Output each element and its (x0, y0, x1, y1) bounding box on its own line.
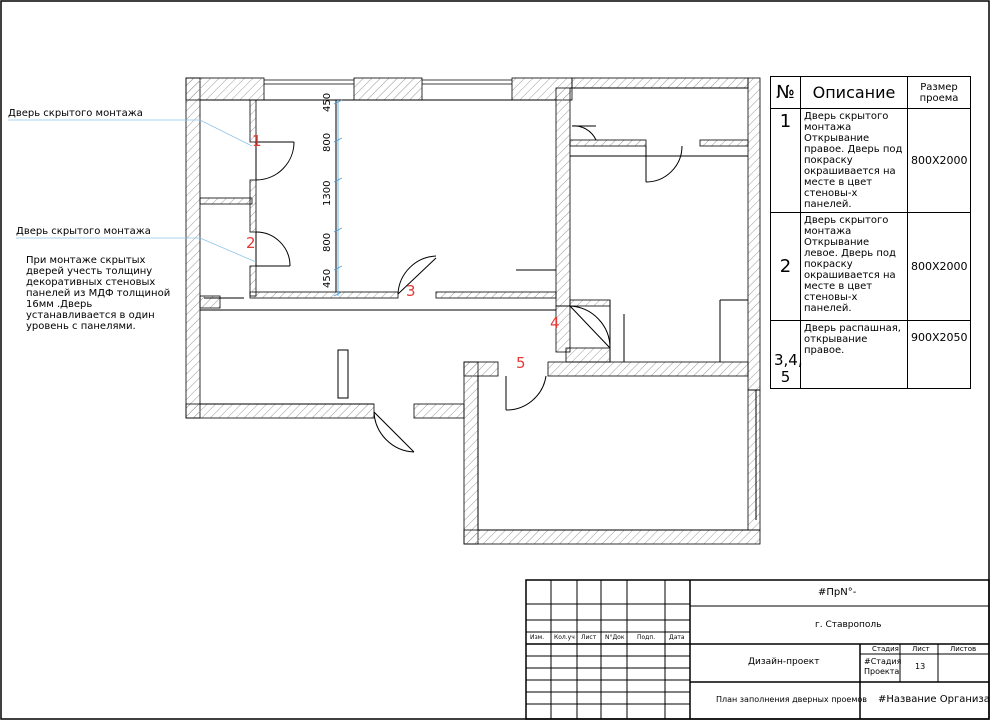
row-size: 800Х2000 (907, 212, 971, 321)
door-number-5: 5 (516, 354, 526, 372)
wall-closet-jamb3 (249, 265, 257, 297)
mounting-note: При монтаже скрытых дверей учесть толщин… (26, 255, 171, 332)
row-description: Дверь распашная, открывание правое. (800, 320, 908, 389)
wall-tr-divider-a (569, 139, 647, 147)
drawing-title: План заполнения дверных проемов (716, 695, 867, 704)
dimension-450-bottom: 450 (322, 268, 333, 288)
wall-bottom-mid (413, 403, 465, 419)
wall-door4-left (555, 305, 571, 353)
wall-lines (200, 87, 757, 531)
col-header-izm: Изм. (530, 634, 545, 641)
wall-bottom-left (185, 403, 375, 419)
leaders (8, 119, 257, 263)
wall-corr-b (249, 291, 399, 299)
doors (255, 125, 683, 453)
row-num: 3,4, 5 (770, 320, 803, 389)
stage-value: #Стадия Проекта (864, 657, 902, 676)
header-description: Описание (800, 76, 908, 109)
windows (264, 79, 512, 85)
row-size: 900Х2050 (907, 320, 971, 389)
door-number-2: 2 (246, 234, 256, 252)
col-header-list: Лист (581, 634, 597, 641)
wall-top-1 (185, 77, 265, 101)
door-number-3: 3 (406, 282, 416, 300)
wall-top-4 (571, 77, 749, 89)
row-num: 1 (770, 108, 801, 213)
header-size: Размер проема (907, 76, 971, 109)
row-description: Дверь скрытого монтажа Открывание левое.… (800, 212, 908, 321)
organization-name: #Название Организации (878, 694, 990, 705)
wall-bath-top (547, 361, 749, 377)
wall-corr-a (199, 295, 221, 309)
col-header-date: Дата (669, 634, 685, 641)
wall-left (185, 77, 201, 419)
col-header-kol: Кол.уч (554, 634, 575, 641)
header-num: № (770, 76, 801, 109)
walls (185, 77, 761, 545)
dimension-800-bottom: 800 (322, 232, 333, 252)
wall-tr-divider-b (699, 139, 749, 147)
title-block-frame (525, 579, 990, 720)
dimension-1300: 1300 (322, 180, 333, 206)
table-header-row: № Описание Размер проема (770, 76, 971, 109)
project-code: #ПрN°- (818, 587, 857, 598)
table-row: 3,4, 5 Дверь распашная, открывание право… (770, 320, 971, 389)
wall-lower-bottom (463, 529, 761, 545)
dimension-800-top: 800 (322, 132, 333, 152)
door-number-4: 4 (550, 314, 560, 332)
table-row: 2 Дверь скрытого монтажа Открывание лево… (770, 212, 971, 321)
row-size: 800Х2000 (907, 108, 971, 213)
col-header-sign: Подп. (637, 634, 656, 641)
dimension-450-top: 450 (322, 92, 333, 112)
wall-closet-jamb2 (249, 179, 257, 233)
wall-closet-mid (199, 197, 253, 205)
door-schedule-table: № Описание Размер проема 1 Дверь скрытог… (770, 76, 971, 389)
wall-lower-left (463, 361, 479, 545)
sheets-label: Листов (950, 645, 977, 653)
callout-door1: Дверь скрытого монтажа (8, 108, 143, 119)
wall-tr-bottom (569, 299, 611, 307)
wall-mid-vertical (555, 87, 571, 307)
doc-type: Дизайн-проект (748, 657, 820, 667)
door-number-1: 1 (252, 132, 262, 150)
sheet-label: Лист (912, 645, 930, 653)
row-num: 2 (770, 212, 801, 321)
callout-door2: Дверь скрытого монтажа (16, 226, 151, 237)
sheet-value: 13 (915, 662, 926, 671)
table-row: 1 Дверь скрытого монтажа Открывание прав… (770, 108, 971, 213)
wall-corr-c (435, 291, 557, 299)
wall-right-lower (747, 389, 761, 531)
dimension-chain (333, 99, 343, 297)
wall-top-2 (353, 77, 423, 101)
col-header-doc: N°Док (605, 634, 625, 641)
stage-label: Стадия (872, 645, 899, 653)
row-description: Дверь скрытого монтажа Открывание правое… (800, 108, 908, 213)
wall-right-upper (747, 77, 761, 391)
wall-door4-bottom (565, 347, 611, 363)
city: г. Ставрополь (815, 620, 882, 630)
